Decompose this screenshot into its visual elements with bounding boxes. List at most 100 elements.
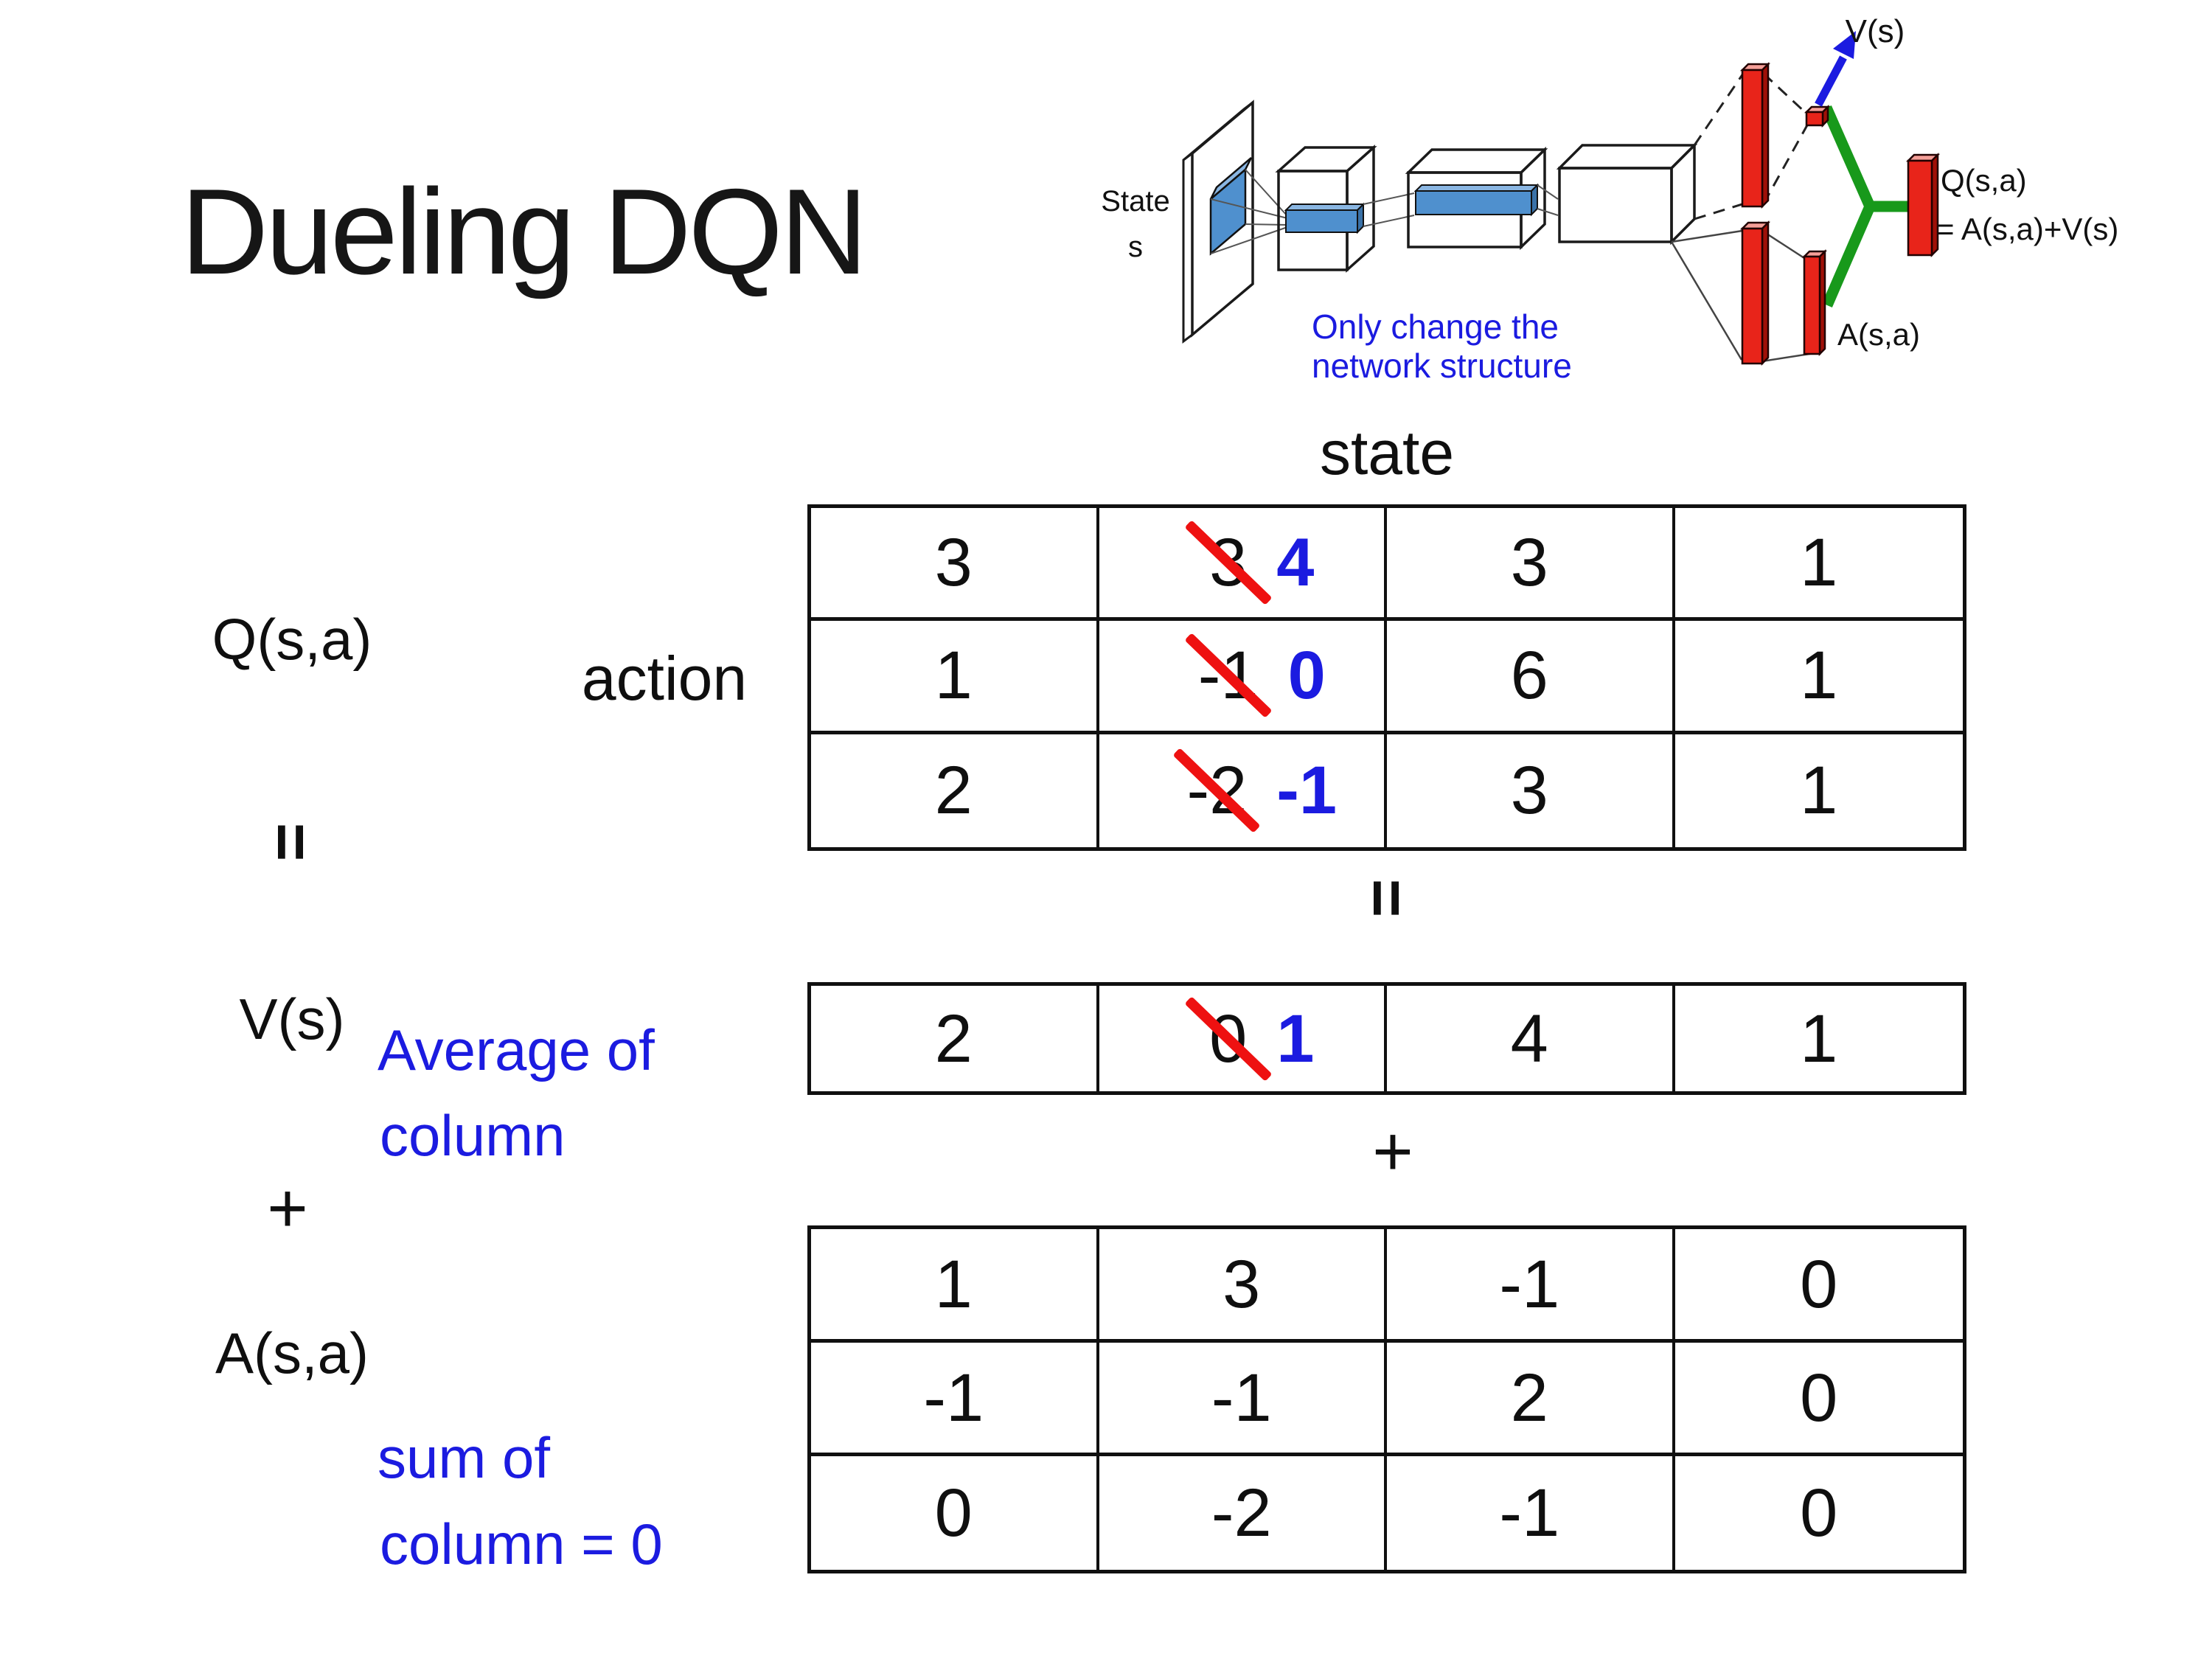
cell-value: 2: [934, 1001, 973, 1077]
projection-lines-3: [1537, 184, 1559, 216]
a-cell-r1c3: 0: [1674, 1343, 1963, 1456]
average-note-line1: Average of: [378, 1018, 655, 1082]
average-note-line2: column: [380, 1103, 566, 1168]
cell-new-value: 0: [1287, 638, 1326, 714]
projection-lines-1: [1210, 169, 1288, 254]
a-cell-r2c1: -2: [1099, 1456, 1387, 1570]
v-cell-c3: 1: [1675, 986, 1964, 1091]
q-cell-r1c0: 1: [811, 621, 1099, 734]
projection-lines-2: [1363, 192, 1415, 227]
q-cell-r0c2: 3: [1387, 508, 1675, 622]
a-cell-r1c1: -1: [1099, 1343, 1387, 1456]
state-header: state: [1319, 418, 1455, 487]
fc-layer-box: [1556, 142, 1698, 246]
cell-new-value: 1: [1276, 1001, 1315, 1077]
dashed-value-stream-lines: [1693, 71, 1809, 220]
value-stream-bar: [1739, 61, 1771, 209]
state-label-line2: s: [1128, 231, 1143, 263]
cell-new-value: -1: [1276, 753, 1338, 829]
a-cell-r2c2: -1: [1387, 1456, 1675, 1570]
crossed-old-value: -2: [1172, 748, 1261, 834]
cell-value: -1: [1211, 1360, 1272, 1436]
q-cell-r1c2: 6: [1387, 621, 1675, 734]
cell-value: 1: [1800, 525, 1838, 601]
q-cell-r2c3: 1: [1675, 734, 1964, 847]
cell-value: 2: [934, 753, 973, 829]
q-cell-r2c1: -2 -1: [1099, 734, 1387, 847]
a-cell-r1c2: 2: [1387, 1343, 1675, 1456]
conv-filter-icon: [1209, 157, 1253, 256]
cell-value: -2: [1211, 1475, 1272, 1551]
q-cell-r2c0: 2: [811, 734, 1099, 847]
v-cell-c1: 0 1: [1099, 986, 1387, 1091]
q-output-bar: [1905, 152, 1941, 258]
a-cell-r0c0: 1: [811, 1229, 1099, 1343]
q-cell-r0c3: 1: [1674, 508, 1963, 622]
v-cell-c0: 2: [811, 986, 1099, 1091]
feature-bar-3: [1413, 183, 1540, 217]
plus-center: +: [1372, 1113, 1413, 1191]
sum-note-line1: sum of: [378, 1425, 551, 1490]
cell-value: 3: [934, 525, 973, 601]
cell-value: 3: [1222, 1246, 1261, 1322]
cell-value: -1: [923, 1360, 984, 1436]
a-cell-r0c2: -1: [1387, 1229, 1675, 1343]
page-title: Dueling DQN: [181, 164, 868, 299]
advantage-stream-bar: [1739, 220, 1771, 366]
q-cell-r2c2: 3: [1387, 734, 1675, 847]
q-cell-r0c0: 3: [811, 508, 1099, 622]
crossed-old-value: -1: [1184, 633, 1273, 719]
a-cell-r0c3: 0: [1674, 1229, 1963, 1343]
cell-value: 4: [1510, 1001, 1548, 1077]
equals-center: =: [1349, 878, 1423, 918]
cell-value: 1: [934, 1246, 973, 1322]
cell-value: 3: [1510, 525, 1548, 601]
cell-value: 0: [1800, 1360, 1838, 1436]
note-line2: network structure: [1312, 347, 1572, 385]
q-cell-r1c3: 1: [1674, 621, 1963, 734]
a-cell-r2c0: 0: [811, 1456, 1099, 1570]
feature-bar-2: [1284, 202, 1366, 234]
q-table: 3 3 4 3 1 1 -1 0 6 1 2 -2 -1 3 1: [807, 504, 1966, 851]
a-output-bar: [1801, 248, 1828, 357]
a-output-label: A(s,a): [1837, 317, 1920, 352]
v-scalar-box: [1804, 104, 1831, 128]
a-cell-r0c1: 3: [1099, 1229, 1387, 1343]
v-cell-c2: 4: [1387, 986, 1675, 1091]
cell-value: 6: [1510, 638, 1548, 714]
v-matrix-label: V(s): [239, 987, 345, 1051]
cell-value: -1: [1499, 1475, 1560, 1551]
v-table: 2 0 1 4 1: [807, 982, 1966, 1095]
equals-left: =: [254, 822, 327, 862]
cell-value: 1: [1800, 638, 1838, 714]
a-cell-r1c0: -1: [811, 1343, 1099, 1456]
cell-value: 0: [934, 1475, 973, 1551]
network-diagram: State s V(s) Q(s,a) = A(s,a)+V(s) A(s,a)…: [1101, 13, 2118, 385]
a-table: 1 3 -1 0 -1 -1 2 0 0 -2 -1 0: [807, 1225, 1966, 1573]
crossed-old-value: 0: [1184, 995, 1273, 1082]
cell-value: 2: [1510, 1360, 1548, 1436]
cell-value: 1: [1800, 753, 1838, 829]
q-cell-r0c1: 3 4: [1099, 508, 1387, 622]
cell-value: 1: [1800, 1001, 1838, 1077]
q-cell-r1c1: -1 0: [1099, 621, 1387, 734]
combine-connector: [1821, 105, 1911, 307]
cell-value: 3: [1510, 753, 1548, 829]
v-arrow-icon: [1815, 31, 1856, 107]
sum-note-line2: column = 0: [380, 1512, 663, 1576]
q-matrix-label: Q(s,a): [212, 607, 372, 672]
state-label-line1: State: [1101, 185, 1169, 218]
a-cell-r2c3: 0: [1675, 1456, 1964, 1570]
cell-value: -1: [1499, 1246, 1560, 1322]
v-output-label: V(s): [1846, 13, 1905, 49]
cell-value: 1: [934, 638, 973, 714]
q-output-equation: = A(s,a)+V(s): [1936, 212, 2118, 246]
cell-value: 0: [1800, 1475, 1838, 1551]
a-matrix-label: A(s,a): [215, 1321, 369, 1385]
plus-left: +: [267, 1169, 308, 1248]
cell-new-value: 4: [1276, 525, 1315, 601]
q-output-label: Q(s,a): [1941, 163, 2027, 198]
action-label: action: [581, 644, 748, 713]
cell-value: 0: [1800, 1246, 1838, 1322]
